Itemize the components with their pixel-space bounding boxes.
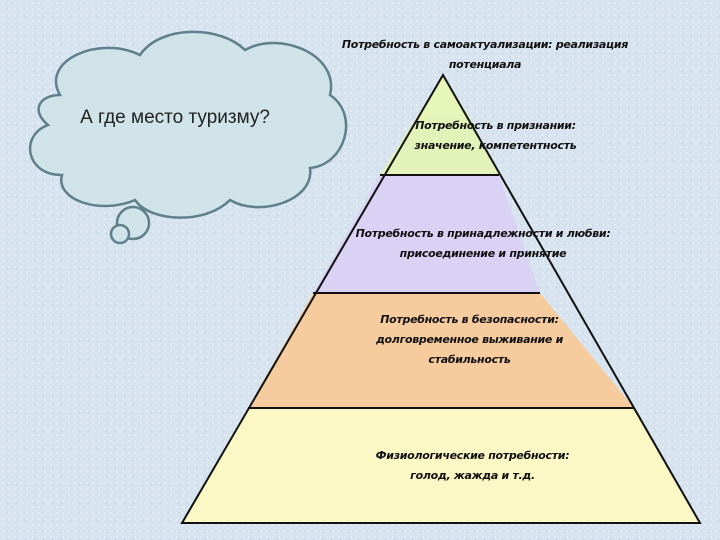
pyramid-outline [180,73,702,524]
level-label-self-actualization: Потребность в самоактуализации: реализац… [341,38,629,71]
thought-cloud [28,30,348,219]
level-label-esteem: Потребность в признании: значение, компе… [414,119,577,152]
pyramid-level-physiological [182,408,700,523]
pyramid-level-self-actualization [416,75,470,118]
thought-bubble-small [109,223,131,245]
level-label-belonging: Потребность в принадлежности и любви: пр… [355,227,611,260]
level-label-safety: Потребность в безопасности: долговременн… [375,313,564,366]
pyramid-level-belonging [313,175,540,293]
pyramid-level-safety [248,293,634,408]
thought-bubble-text: А где место туризму? [80,107,270,128]
level-label-physiological: Физиологические потребности: голод, жажд… [375,449,570,482]
